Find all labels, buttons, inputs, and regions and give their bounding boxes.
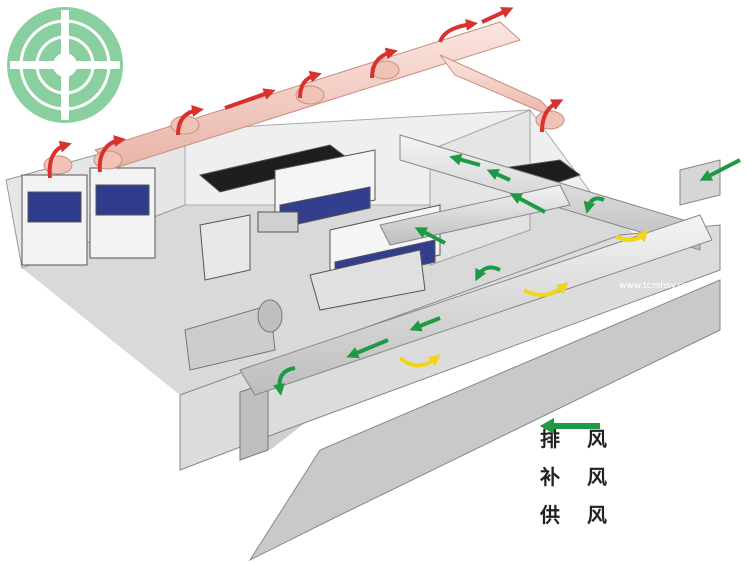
supply-arrows	[273, 153, 741, 396]
door-frame	[239, 382, 269, 461]
green-arrow-icon	[540, 418, 600, 434]
front-wall-skirt	[248, 279, 721, 562]
watermark-stamp	[3, 3, 127, 127]
legend-item-supply: 供 风	[540, 418, 740, 532]
legend-label-supply: 供 风	[540, 502, 617, 527]
watermark-url: www.tcmhsy.com	[619, 281, 697, 291]
legend: 排 风 补 风 供 风	[540, 418, 740, 532]
front-wall	[179, 224, 721, 471]
makeup-arrows	[398, 229, 648, 368]
legend-label-makeup: 补 风	[540, 464, 617, 489]
exhaust-arrows	[47, 7, 564, 179]
legend-item-makeup: 补 风	[540, 418, 740, 494]
fume-hoods	[21, 167, 156, 266]
